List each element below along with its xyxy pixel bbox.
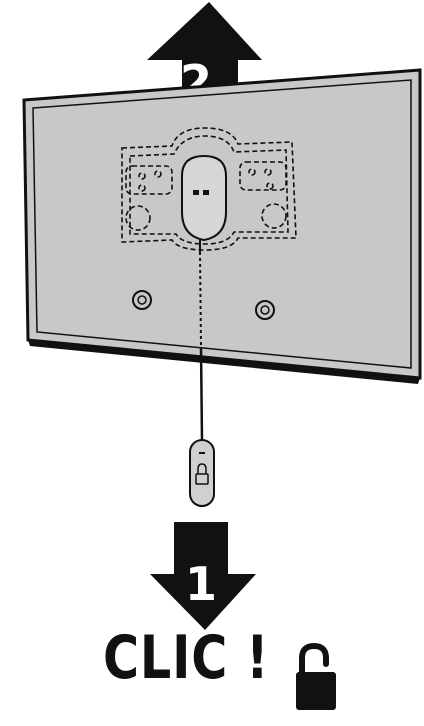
cord-tab	[189, 439, 215, 507]
pull-step-number: 1	[185, 557, 217, 611]
screw-hole-left	[132, 290, 152, 310]
pull-cord	[199, 251, 204, 441]
open-padlock-icon	[296, 642, 336, 710]
mounting-bracket	[121, 127, 297, 251]
clic-label: CLIC !	[103, 623, 270, 693]
padlock-icon	[195, 463, 209, 485]
release-latch	[181, 154, 227, 252]
screw-hole-right	[255, 300, 275, 320]
pull-arrow: 1	[150, 522, 256, 630]
